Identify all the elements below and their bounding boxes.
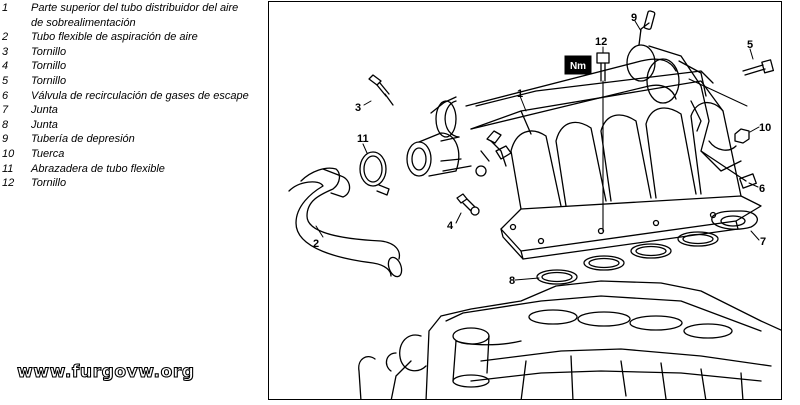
- legend-text: Parte superior del tubo distribuidor del…: [31, 2, 239, 29]
- legend-text: Tornillo: [31, 177, 67, 190]
- legend-text: Tubo flexible de aspiración de aire: [31, 31, 198, 44]
- legend-text: Tornillo: [31, 60, 67, 73]
- legend-item-3: 3 Tornillo: [2, 45, 252, 60]
- bolt-3: [368, 74, 394, 106]
- callout-11: 11: [357, 133, 369, 145]
- legend-number: 9: [2, 133, 9, 146]
- legend-item-12: 12 Tornillo: [2, 176, 252, 191]
- callout-1: 1: [517, 88, 523, 100]
- callout-8: 8: [509, 275, 515, 287]
- legend-text: Tubería de depresión: [31, 133, 135, 146]
- legend-number: 2: [2, 31, 9, 44]
- engine-block: [358, 280, 781, 399]
- legend-item-4: 4 Tornillo: [2, 59, 252, 74]
- site-watermark: www.furgovw.org: [16, 361, 195, 382]
- legend-text: Tornillo: [31, 74, 67, 87]
- legend-number: 11: [2, 162, 14, 175]
- callout-leaders: [315, 20, 760, 281]
- legend-text: Tuerca: [31, 147, 65, 160]
- legend-number: 7: [2, 104, 9, 117]
- legend-item-11: 11 Abrazadera de tubo flexible: [2, 162, 252, 177]
- legend-item-1: 1 Parte superior del tubo distribuidor d…: [2, 1, 252, 30]
- torque-badge-text: Nm: [570, 61, 586, 72]
- callout-9: 9: [631, 12, 637, 24]
- hose-clamp: [359, 151, 390, 196]
- legend-item-5: 5 Tornillo: [2, 74, 252, 89]
- legend-text: Junta: [31, 118, 58, 131]
- intake-manifold-drawing: Nm 1 2 3 4 5 6 7 8 9 10 11 12: [288, 10, 781, 399]
- callout-6: 6: [759, 183, 765, 195]
- callout-12: 12: [595, 36, 607, 48]
- legend-item-2: 2 Tubo flexible de aspiración de aire: [2, 30, 252, 45]
- callout-numbers: 1 2 3 4 5 6 7 8 9 10 11 12: [313, 12, 771, 287]
- legend-item-9: 9 Tubería de depresión: [2, 132, 252, 147]
- callout-4: 4: [447, 220, 454, 232]
- distributor-tube: [430, 58, 677, 167]
- legend-text: Junta: [31, 104, 58, 117]
- legend-number: 10: [2, 147, 15, 160]
- legend-text: Abrazadera de tubo flexible: [31, 162, 165, 175]
- gasket-8-rings: [536, 231, 719, 285]
- inlet-elbow: [406, 130, 512, 177]
- callout-2: 2: [313, 238, 319, 250]
- egr-valve: [626, 44, 757, 189]
- flexible-hose: [288, 167, 403, 278]
- legend-number: 1: [2, 2, 9, 14]
- torque-badge: Nm: [564, 55, 592, 75]
- legend-item-7: 7 Junta: [2, 103, 252, 118]
- callout-5: 5: [747, 39, 753, 51]
- legend-number: 5: [2, 74, 9, 87]
- legend-number: 3: [2, 45, 9, 58]
- legend-item-8: 8 Junta: [2, 118, 252, 133]
- parts-legend: 1 Parte superior del tubo distribuidor d…: [2, 1, 252, 191]
- legend-text: Válvula de recirculación de gases de esc…: [31, 89, 249, 102]
- bolt-5: [742, 59, 775, 76]
- legend-text: Tornillo: [31, 45, 67, 58]
- legend-number: 6: [2, 89, 9, 102]
- legend-item-6: 6 Válvula de recirculación de gases de e…: [2, 89, 252, 104]
- legend-item-10: 10 Tuerca: [2, 147, 252, 162]
- bolt-4: [456, 193, 480, 216]
- callout-3: 3: [355, 102, 361, 114]
- callout-7: 7: [760, 236, 766, 248]
- legend-number: 4: [2, 60, 9, 73]
- legend-number: 8: [2, 118, 9, 131]
- exploded-diagram: Nm 1 2 3 4 5 6 7 8 9 10 11 12: [268, 1, 782, 400]
- nut-10: [734, 128, 750, 144]
- depression-tube: [638, 10, 656, 46]
- manifold-runners: [470, 70, 742, 210]
- gasket-7: [711, 210, 758, 230]
- legend-number: 12: [2, 177, 15, 190]
- callout-10: 10: [759, 122, 771, 134]
